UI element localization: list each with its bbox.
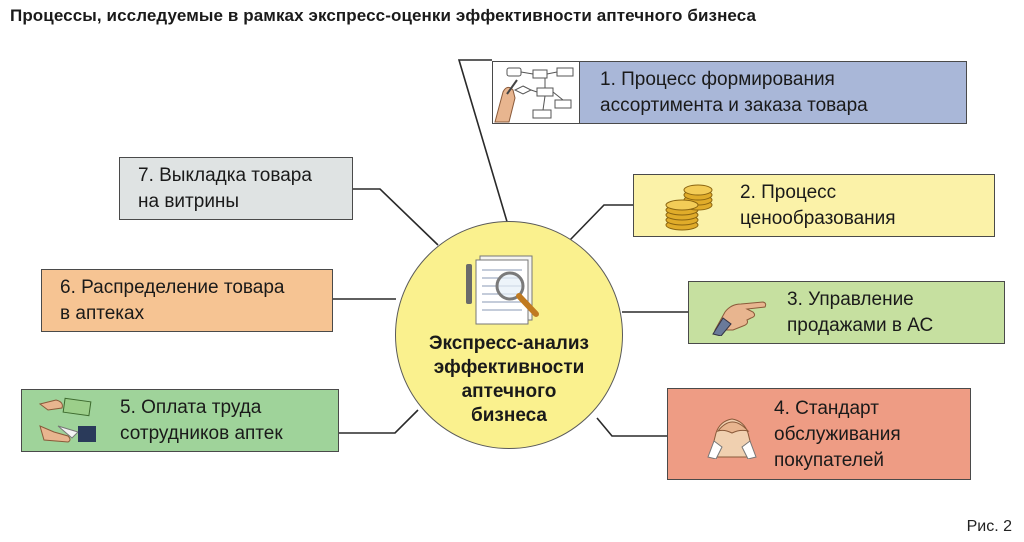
money-hands-icon	[38, 396, 98, 454]
process-box-2: 2. Процесс ценообразования	[633, 174, 995, 237]
connector-4	[596, 417, 667, 437]
process-3-line-2: продажами в АС	[787, 315, 934, 336]
process-box-4: 4. Стандарт обслуживания покупателей	[667, 388, 971, 480]
process-6-line-1: 6. Распределение товара	[60, 277, 285, 298]
center-line-3: аптечного	[461, 381, 557, 402]
connector-2	[569, 204, 633, 241]
process-5-line-2: сотрудников аптек	[120, 423, 283, 444]
pointing-hand-icon	[711, 290, 769, 344]
flowchart-hand-icon	[493, 62, 580, 123]
document-magnifier-icon	[464, 250, 554, 335]
diagram-title: Процессы, исследуемые в рамках экспресс-…	[10, 6, 757, 25]
process-4-line-2: обслуживания	[774, 424, 901, 445]
process-7-line-2: на витрины	[138, 191, 240, 212]
center-circle: Экспресс-анализ эффективности аптечного …	[395, 221, 623, 449]
figure-label: Рис. 2	[966, 518, 1012, 535]
connector-5	[339, 409, 419, 434]
coins-icon	[660, 181, 716, 239]
handshake-icon	[704, 407, 762, 467]
center-line-1: Экспресс-анализ	[428, 333, 589, 354]
process-4-line-3: покупателей	[774, 450, 885, 471]
process-box-1: 1. Процесс формирования ассортимента и з…	[492, 61, 967, 124]
process-7-line-1: 7. Выкладка товара	[138, 165, 312, 186]
connector-7	[353, 188, 439, 246]
process-1-line-1: 1. Процесс формирования	[600, 69, 835, 90]
process-6-line-2: в аптеках	[60, 303, 145, 324]
process-box-3: 3. Управление продажами в АС	[688, 281, 1005, 344]
center-line-2: эффективности	[433, 357, 585, 378]
process-4-line-1: 4. Стандарт	[774, 398, 879, 419]
process-box-7: 7. Выкладка товара на витрины	[119, 157, 353, 220]
process-1-line-2: ассортимента и заказа товара	[600, 95, 868, 116]
process-2-line-2: ценообразования	[740, 208, 896, 229]
center-line-4: бизнеса	[470, 405, 548, 426]
process-box-6: 6. Распределение товара в аптеках	[41, 269, 333, 332]
process-3-line-1: 3. Управление	[787, 289, 914, 310]
process-5-line-1: 5. Оплата труда	[120, 397, 262, 418]
connector-1	[457, 59, 509, 226]
process-2-line-1: 2. Процесс	[740, 182, 837, 203]
process-box-5: 5. Оплата труда сотрудников аптек	[21, 389, 339, 452]
